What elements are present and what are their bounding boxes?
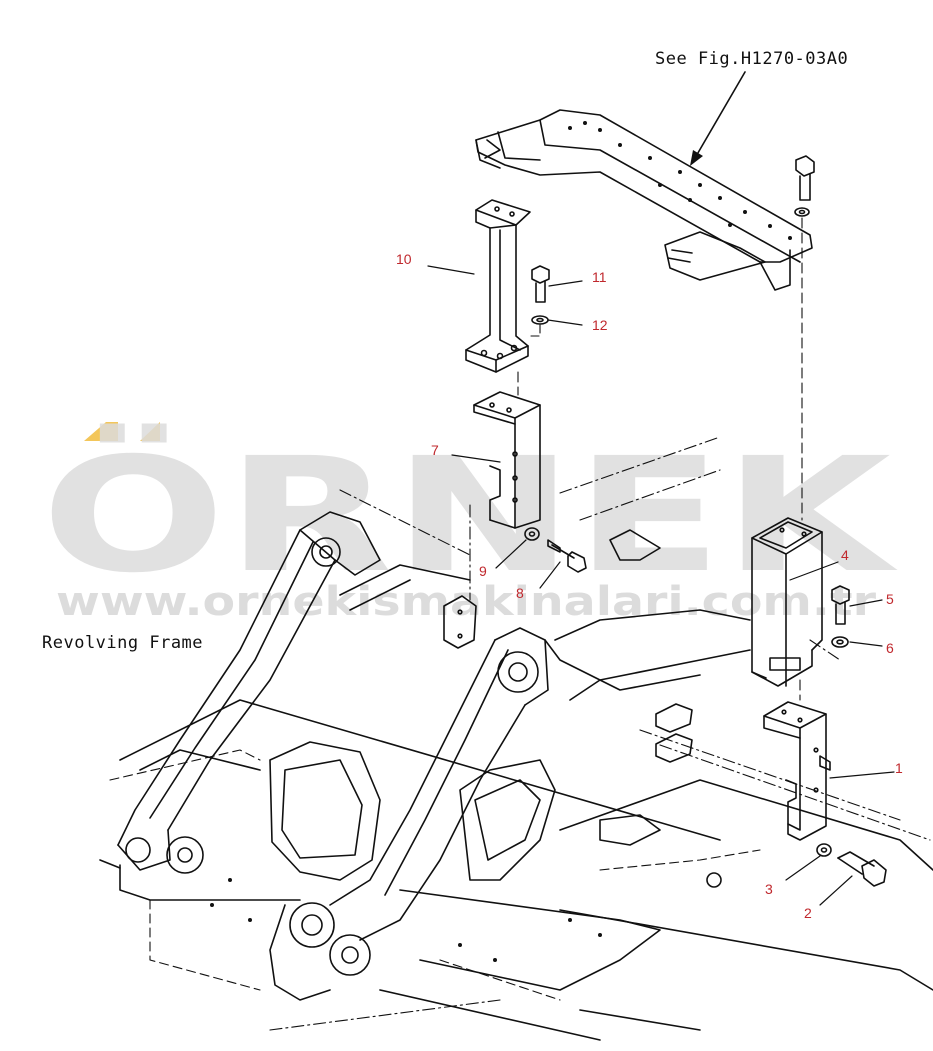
part-7-bracket (473, 391, 541, 529)
watermark-accent-right (140, 422, 160, 441)
bolt-8 (547, 539, 587, 573)
reference-note: See Fig.H1270-03A0 (655, 49, 848, 69)
callout-10: 10 (396, 251, 412, 267)
reference-arrowhead (690, 150, 703, 166)
part-1-bracket (763, 701, 831, 841)
bolt-5 (831, 585, 850, 625)
callout-12: 12 (592, 317, 608, 333)
callout-4: 4 (841, 547, 849, 563)
washer-9 (524, 527, 540, 541)
leader-8 (539, 561, 561, 589)
callout-8: 8 (516, 585, 524, 601)
leader-11 (548, 280, 583, 287)
revolving-frame (99, 511, 933, 1041)
callout-7: 7 (431, 442, 439, 458)
washer-6 (831, 636, 849, 648)
washer-3 (816, 843, 832, 857)
leader-1 (829, 771, 895, 779)
leader-7 (451, 454, 501, 463)
leader-10 (427, 265, 475, 275)
spacer-blocks (655, 703, 693, 763)
callout-labels: 1 2 3 4 5 6 7 8 9 10 11 12 (396, 251, 903, 921)
leader-12 (547, 319, 583, 326)
reference-arrow (694, 71, 746, 159)
leader-6 (849, 641, 883, 647)
leader-3 (785, 855, 821, 881)
callout-9: 9 (479, 563, 487, 579)
drawing (99, 71, 933, 1041)
callout-3: 3 (765, 881, 773, 897)
part-10-bracket (465, 199, 531, 373)
leader-4 (789, 561, 839, 581)
bolt-axis-right (799, 217, 803, 701)
construction-lines (269, 436, 931, 1031)
callout-5: 5 (886, 591, 894, 607)
watermark-accent-left (84, 422, 118, 441)
callout-6: 6 (886, 640, 894, 656)
small-plate (443, 595, 477, 649)
frame-label: Revolving Frame (42, 633, 203, 653)
callout-1: 1 (895, 760, 903, 776)
leader-5 (849, 599, 883, 607)
washer-12 (531, 315, 549, 325)
leader-2 (819, 875, 853, 906)
bolt-2 (837, 851, 887, 887)
cross-member (475, 109, 813, 291)
top-bolt (794, 155, 815, 217)
bolt-11 (531, 265, 550, 303)
callout-2: 2 (804, 905, 812, 921)
watermark-url: www.ornekismakinalari.com.tr (56, 579, 876, 625)
leader-lines (427, 265, 895, 906)
frame-hidden-lines (109, 749, 761, 1001)
callout-11: 11 (592, 269, 607, 285)
leader-9 (495, 539, 527, 569)
